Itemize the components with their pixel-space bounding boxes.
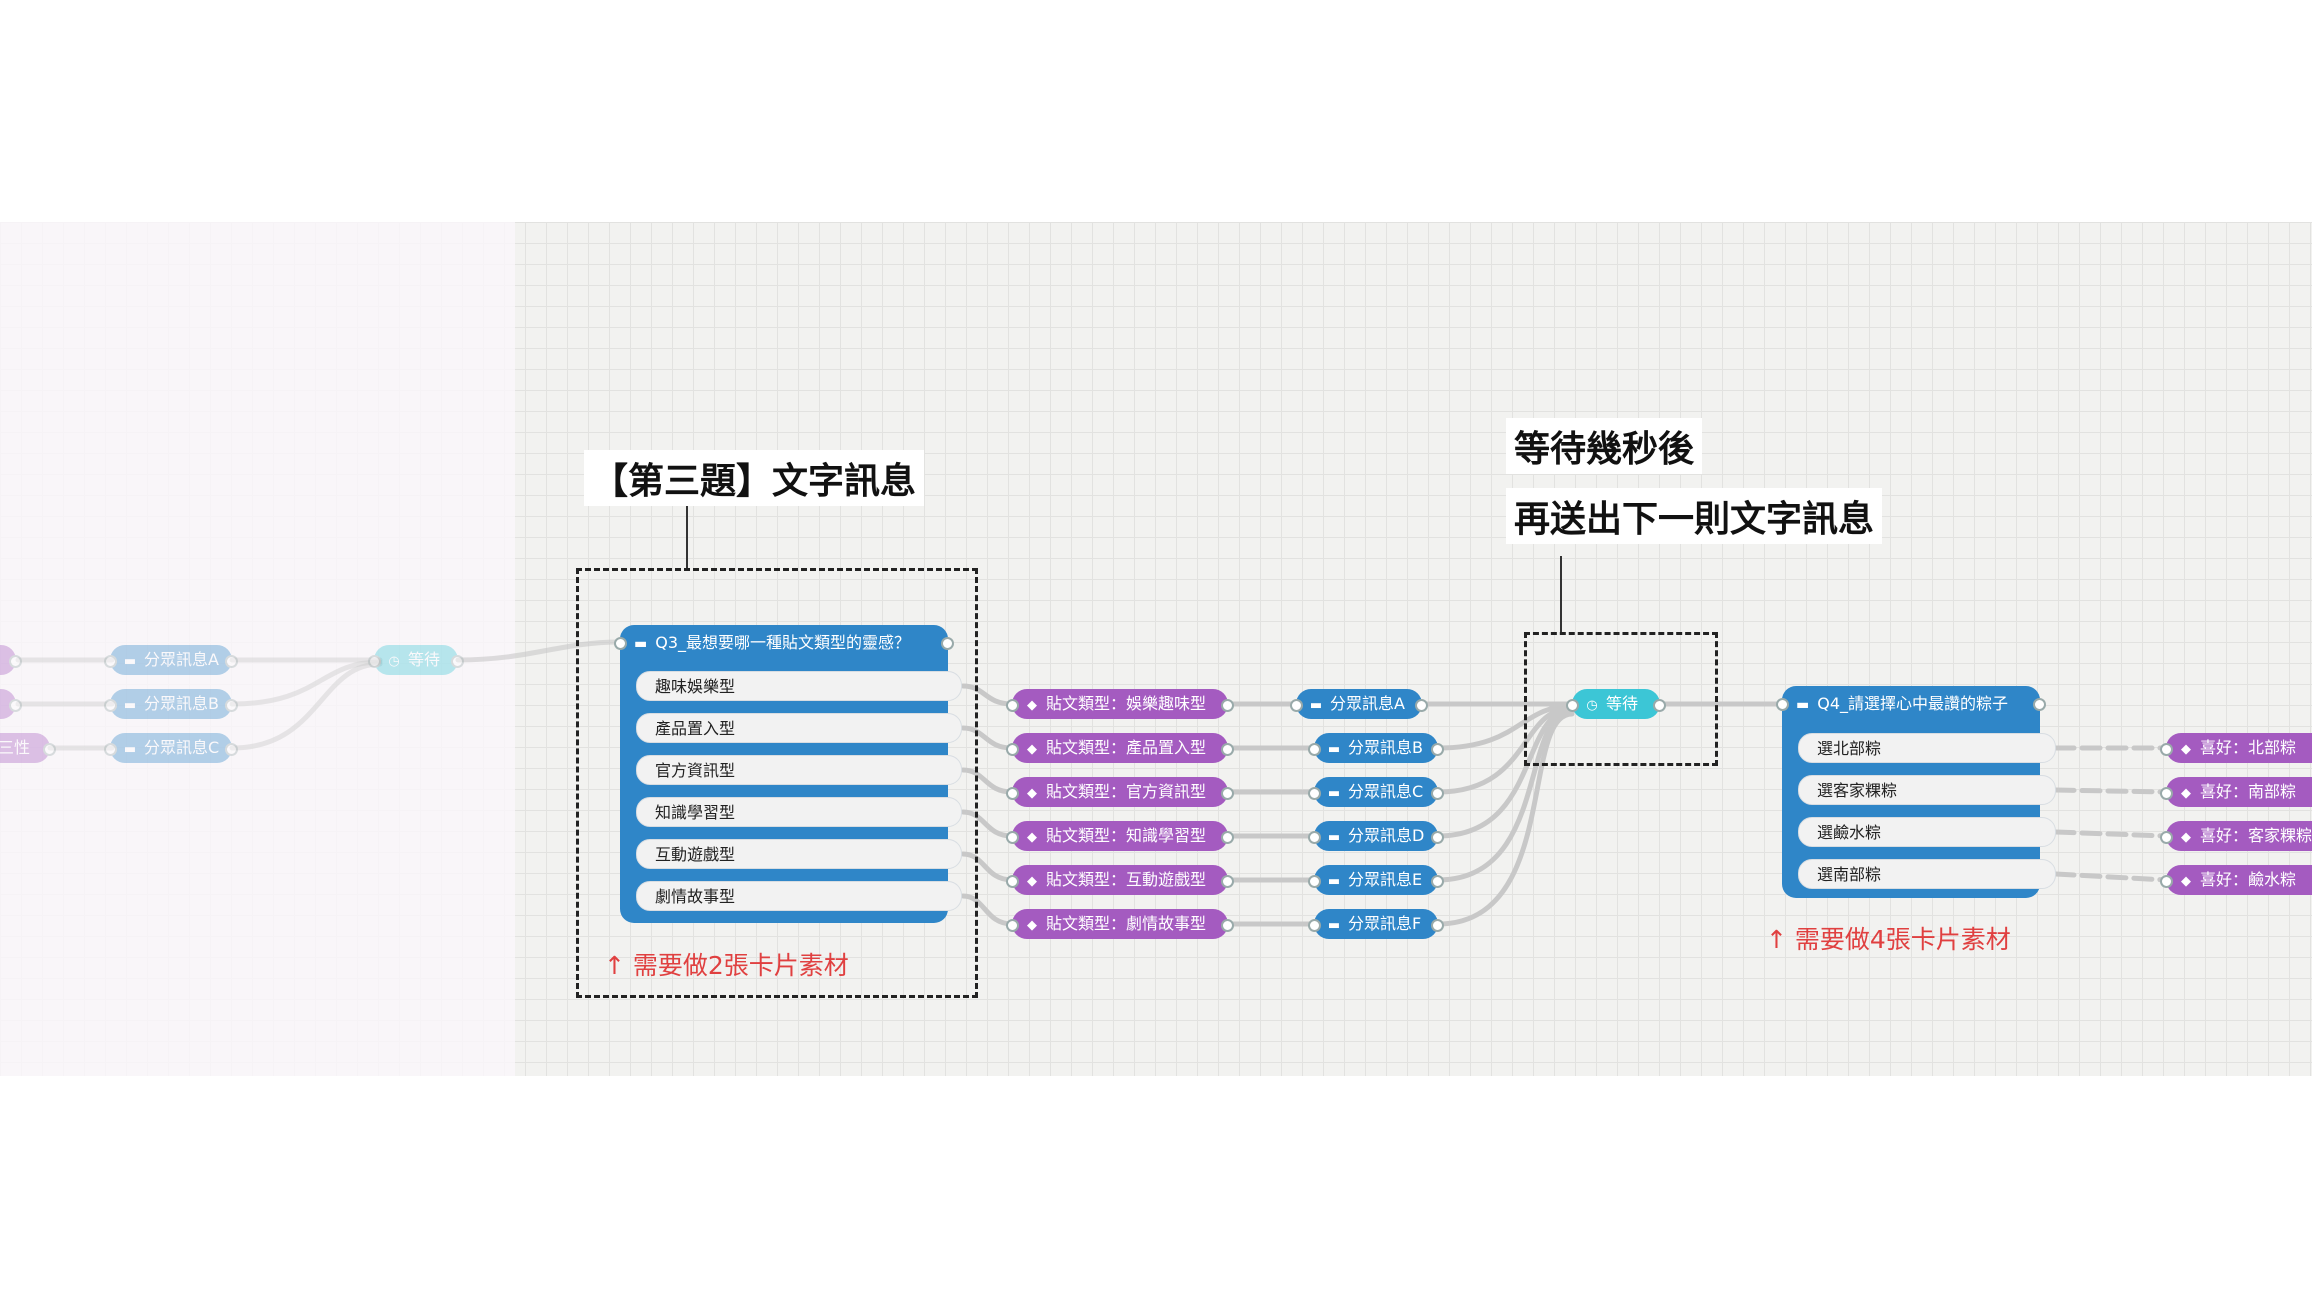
faded-split-message-b[interactable]: ▬分眾訊息B [104, 689, 238, 719]
q3-option-2[interactable]: 產品置入型 [636, 713, 962, 743]
wait-callout-line2: 再送出下一則文字訊息 [1506, 488, 1883, 544]
q4-option-1[interactable]: 選北部粽 [1798, 733, 2056, 763]
faded-partial-node[interactable] [0, 689, 22, 719]
q3-title: Q3_最想要哪一種貼文類型的靈感？ [655, 633, 911, 652]
tag-icon: ◆ [2181, 830, 2191, 845]
q3-option-1[interactable]: 趣味娛樂型 [636, 671, 962, 701]
preference-tag-node[interactable]: ◆喜好：鹼水粽 [2160, 865, 2312, 895]
preference-tag-node[interactable]: ◆喜好：北部粽 [2160, 733, 2312, 763]
q3-option-4[interactable]: 知識學習型 [636, 797, 962, 827]
message-icon: ▬ [634, 636, 648, 652]
message-icon: ▬ [1309, 698, 1323, 713]
q3-option-5[interactable]: 互動遊戲型 [636, 839, 962, 869]
message-icon: ▬ [1327, 786, 1341, 801]
flow-canvas[interactable]: 三性 ▬分眾訊息A ▬分眾訊息B ▬分眾訊息C ◷等待 【第三題】文字訊息 ▬ Q… [0, 222, 2312, 1076]
split-message-node[interactable]: ▬分眾訊息A [1290, 689, 1428, 719]
split-message-node[interactable]: ▬分眾訊息E [1308, 865, 1444, 895]
wait-callout-leader [1560, 556, 1562, 632]
message-icon: ▬ [123, 654, 137, 669]
message-icon: ▬ [1327, 874, 1341, 889]
q3-option-6[interactable]: 劇情故事型 [636, 881, 962, 911]
tag-icon: ◆ [2181, 742, 2191, 757]
wait-callout-line1: 等待幾秒後 [1506, 418, 1703, 474]
q4-title: Q4_請選擇心中最讚的粽子 [1817, 694, 2009, 713]
tag-node[interactable]: ◆貼文類型：知識學習型 [1006, 821, 1234, 851]
wait-highlight-box [1524, 632, 1718, 766]
q3-callout-leader [686, 506, 688, 568]
q4-option-4[interactable]: 選南部粽 [1798, 859, 2056, 889]
clock-icon: ◷ [388, 654, 400, 669]
message-icon: ▬ [1327, 742, 1341, 757]
split-message-node[interactable]: ▬分眾訊息D [1308, 821, 1444, 851]
tag-icon: ◆ [1027, 918, 1037, 933]
connection-wires [15, 639, 2169, 927]
message-icon: ▬ [1327, 830, 1341, 845]
clock-icon: ◷ [1586, 698, 1598, 713]
faded-split-message-c[interactable]: ▬分眾訊息C [104, 733, 238, 763]
split-message-node[interactable]: ▬分眾訊息B [1308, 733, 1444, 763]
faded-partial-node[interactable] [0, 645, 22, 675]
q3-highlight-box [576, 568, 978, 998]
faded-partial-node[interactable]: 三性 [0, 733, 56, 763]
q4-note: ↑ 需要做4張卡片素材 [1766, 925, 2011, 954]
tag-icon: ◆ [2181, 874, 2191, 889]
message-icon: ▬ [123, 742, 137, 757]
message-icon: ▬ [1796, 697, 1810, 713]
split-message-node[interactable]: ▬分眾訊息C [1308, 777, 1444, 807]
preference-tag-node[interactable]: ◆喜好：客家粿粽 [2160, 821, 2312, 851]
message-icon: ▬ [1327, 918, 1341, 933]
tag-node[interactable]: ◆貼文類型：娛樂趣味型 [1006, 689, 1234, 719]
tag-icon: ◆ [1027, 786, 1037, 801]
tag-node[interactable]: ◆貼文類型：互動遊戲型 [1006, 865, 1234, 895]
tag-icon: ◆ [1027, 874, 1037, 889]
tag-node[interactable]: ◆貼文類型：官方資訊型 [1006, 777, 1234, 807]
message-icon: ▬ [123, 698, 137, 713]
faded-split-message-a[interactable]: ▬分眾訊息A [104, 645, 238, 675]
faded-wait-node[interactable]: ◷等待 [368, 645, 464, 675]
q3-option-3[interactable]: 官方資訊型 [636, 755, 962, 785]
preference-tag-node[interactable]: ◆喜好：南部粽 [2160, 777, 2312, 807]
tag-icon: ◆ [1027, 742, 1037, 757]
tag-icon: ◆ [1027, 698, 1037, 713]
tag-node[interactable]: ◆貼文類型：劇情故事型 [1006, 909, 1234, 939]
wait-node[interactable]: ◷等待 [1566, 689, 1666, 719]
split-message-node[interactable]: ▬分眾訊息F [1308, 909, 1444, 939]
tag-icon: ◆ [2181, 786, 2191, 801]
tag-icon: ◆ [1027, 830, 1037, 845]
faded-previous-section [0, 222, 515, 1076]
q4-option-2[interactable]: 選客家粿粽 [1798, 775, 2056, 805]
q3-callout: 【第三題】文字訊息 [584, 450, 925, 506]
q4-option-3[interactable]: 選鹼水粽 [1798, 817, 2056, 847]
q3-note: ↑ 需要做2張卡片素材 [604, 951, 849, 980]
tag-node[interactable]: ◆貼文類型：產品置入型 [1006, 733, 1234, 763]
